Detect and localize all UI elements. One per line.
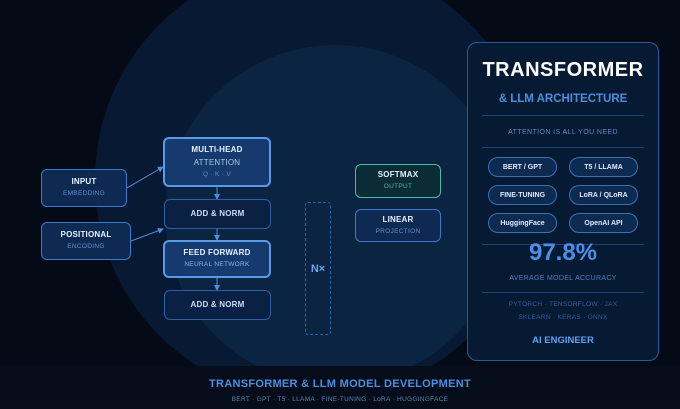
footer: TRANSFORMER & LLM MODEL DEVELOPMENT BERT… xyxy=(0,366,680,409)
positional-encoding-block: POSITIONAL ENCODING xyxy=(41,222,131,260)
panel-title: TRANSFORMER xyxy=(482,59,644,81)
input-title: INPUT xyxy=(71,177,97,187)
feed-forward-title: FEED FORWARD xyxy=(183,248,251,258)
tools-line-2: SKLEARN · KERAS · ONNX xyxy=(518,314,608,321)
footer-subtitle: BERT · GPT · T5 · LLAMA · FINE-TUNING · … xyxy=(231,396,449,403)
panel-tagline: ATTENTION IS ALL YOU NEED xyxy=(508,129,618,136)
input-embedding-block: INPUT EMBEDDING xyxy=(41,169,127,207)
footer-title: TRANSFORMER & LLM MODEL DEVELOPMENT xyxy=(208,378,472,390)
pill-lora-qlora: LoRA / QLoRA xyxy=(569,185,638,205)
positional-title: POSITIONAL xyxy=(60,230,112,240)
softmax-block: SOFTMAX OUTPUT xyxy=(355,164,441,198)
add-norm-1-title: ADD & NORM xyxy=(190,209,245,218)
panel-divider-3 xyxy=(482,244,644,245)
panel-divider-2 xyxy=(482,147,644,148)
multi-head-attention-block: MULTI-HEAD ATTENTION Q · K · V xyxy=(163,137,271,187)
pill-t5-llama: T5 / LLAMA xyxy=(569,157,638,177)
n-times-repeat-bracket: N× xyxy=(305,202,331,335)
positional-subtitle: ENCODING xyxy=(67,243,105,251)
attention-title: MULTI-HEAD xyxy=(191,144,243,154)
role-label: AI ENGINEER xyxy=(532,335,594,346)
panel-divider-4 xyxy=(482,292,644,293)
add-norm-2-title: ADD & NORM xyxy=(190,300,245,309)
linear-block: LINEAR PROJECTION xyxy=(355,209,441,242)
softmax-subtitle: OUTPUT xyxy=(383,183,413,191)
repeat-label: N× xyxy=(310,262,326,275)
tools-line-1: PYTORCH · TENSORFLOW · JAX xyxy=(508,301,618,308)
pill-openai-api: OpenAI API xyxy=(569,213,638,233)
accuracy-value: 97.8% xyxy=(528,239,598,266)
panel-subtitle: & LLM ARCHITECTURE xyxy=(498,93,628,105)
feed-forward-subtitle: NEURAL NETWORK xyxy=(184,261,250,269)
add-norm-block-1: ADD & NORM xyxy=(164,199,271,229)
accuracy-label: AVERAGE MODEL ACCURACY xyxy=(509,275,617,282)
softmax-title: SOFTMAX xyxy=(377,170,419,180)
linear-title: LINEAR xyxy=(382,214,414,224)
add-norm-block-2: ADD & NORM xyxy=(164,290,271,320)
pill-huggingface: HuggingFace xyxy=(488,213,557,233)
arrow-positional-to-attention xyxy=(130,227,164,242)
arrow-input-to-attention xyxy=(126,166,164,189)
feed-forward-block: FEED FORWARD NEURAL NETWORK xyxy=(163,240,271,278)
info-panel: TRANSFORMER & LLM ARCHITECTURE ATTENTION… xyxy=(467,42,659,361)
pill-bert-gpt: BERT / GPT xyxy=(488,157,557,177)
pill-fine-tuning: FINE-TUNING xyxy=(488,185,557,205)
input-subtitle: EMBEDDING xyxy=(62,190,106,198)
attention-subtitle: Q · K · V xyxy=(203,170,231,178)
linear-subtitle: PROJECTION xyxy=(375,227,421,235)
panel-divider-1 xyxy=(482,115,644,116)
attention-title-2: ATTENTION xyxy=(193,157,241,167)
